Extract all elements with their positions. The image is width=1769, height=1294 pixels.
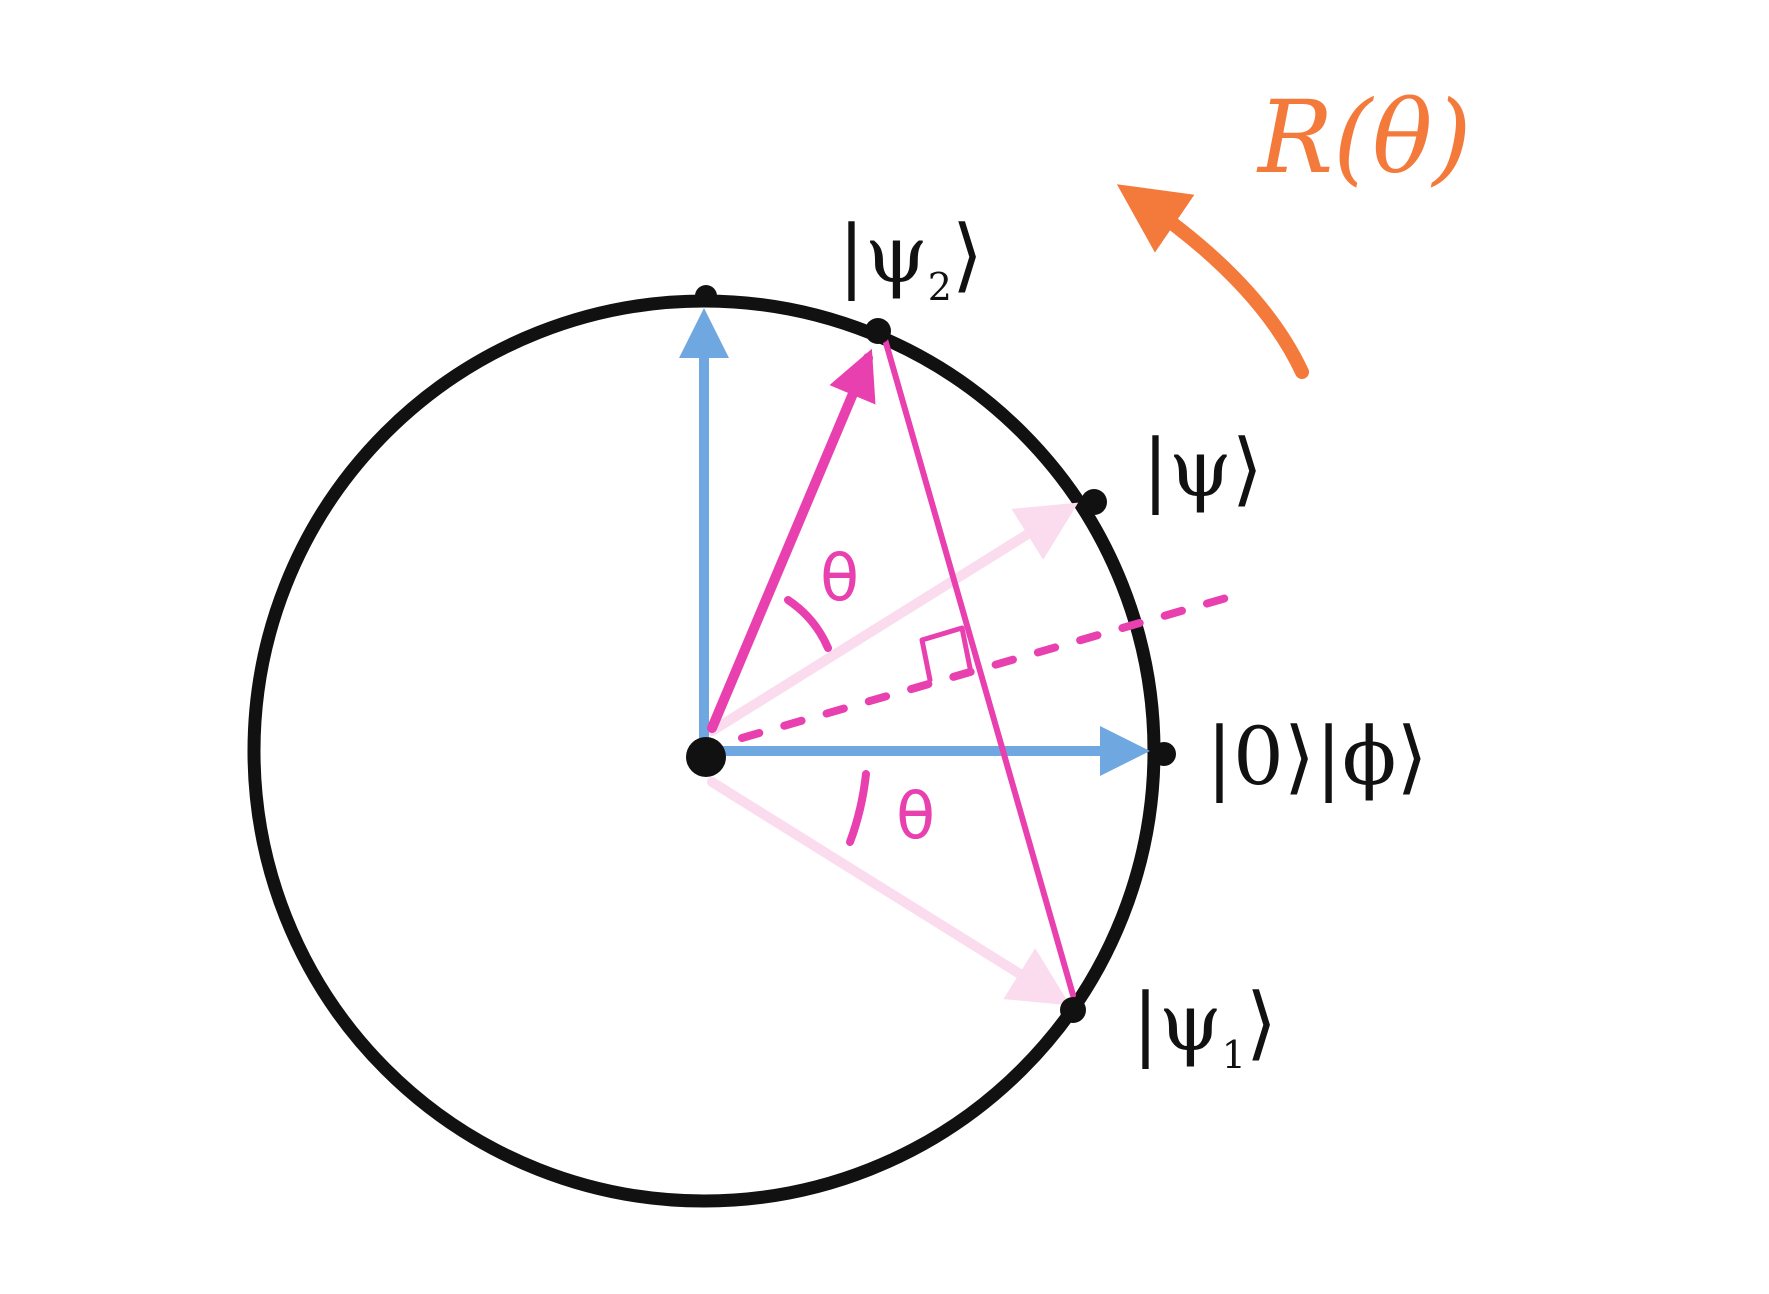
- right-angle-icon: [919, 625, 973, 683]
- psi2-vector: [707, 348, 876, 733]
- lower-angle-arc: [846, 770, 870, 846]
- psi1-label: |ψ1⟩: [1132, 976, 1277, 1077]
- reflection-line: [881, 333, 1076, 998]
- zero-phi-label: |0⟩|ϕ⟩: [1206, 710, 1428, 803]
- lower-theta-label: θ: [896, 780, 935, 854]
- upper-theta-label: θ: [820, 542, 859, 616]
- dashed-bisector-line: [738, 590, 1244, 742]
- zero-phi-point: [1152, 742, 1176, 766]
- upper-angle-arc: [784, 596, 832, 652]
- origin-point: [686, 737, 726, 777]
- psi1-vector: [707, 777, 1071, 1006]
- psi-label: |ψ⟩: [1142, 422, 1263, 515]
- top-point: [695, 285, 717, 307]
- psi1-point: [1060, 997, 1086, 1023]
- psi2-point: [865, 318, 891, 344]
- curved-arrow-icon: [1116, 184, 1309, 379]
- psi2-label: |ψ2⟩: [838, 208, 983, 309]
- rotation-label: R(θ): [1256, 79, 1472, 196]
- psi-point: [1081, 489, 1107, 515]
- psi-vector: [707, 502, 1079, 736]
